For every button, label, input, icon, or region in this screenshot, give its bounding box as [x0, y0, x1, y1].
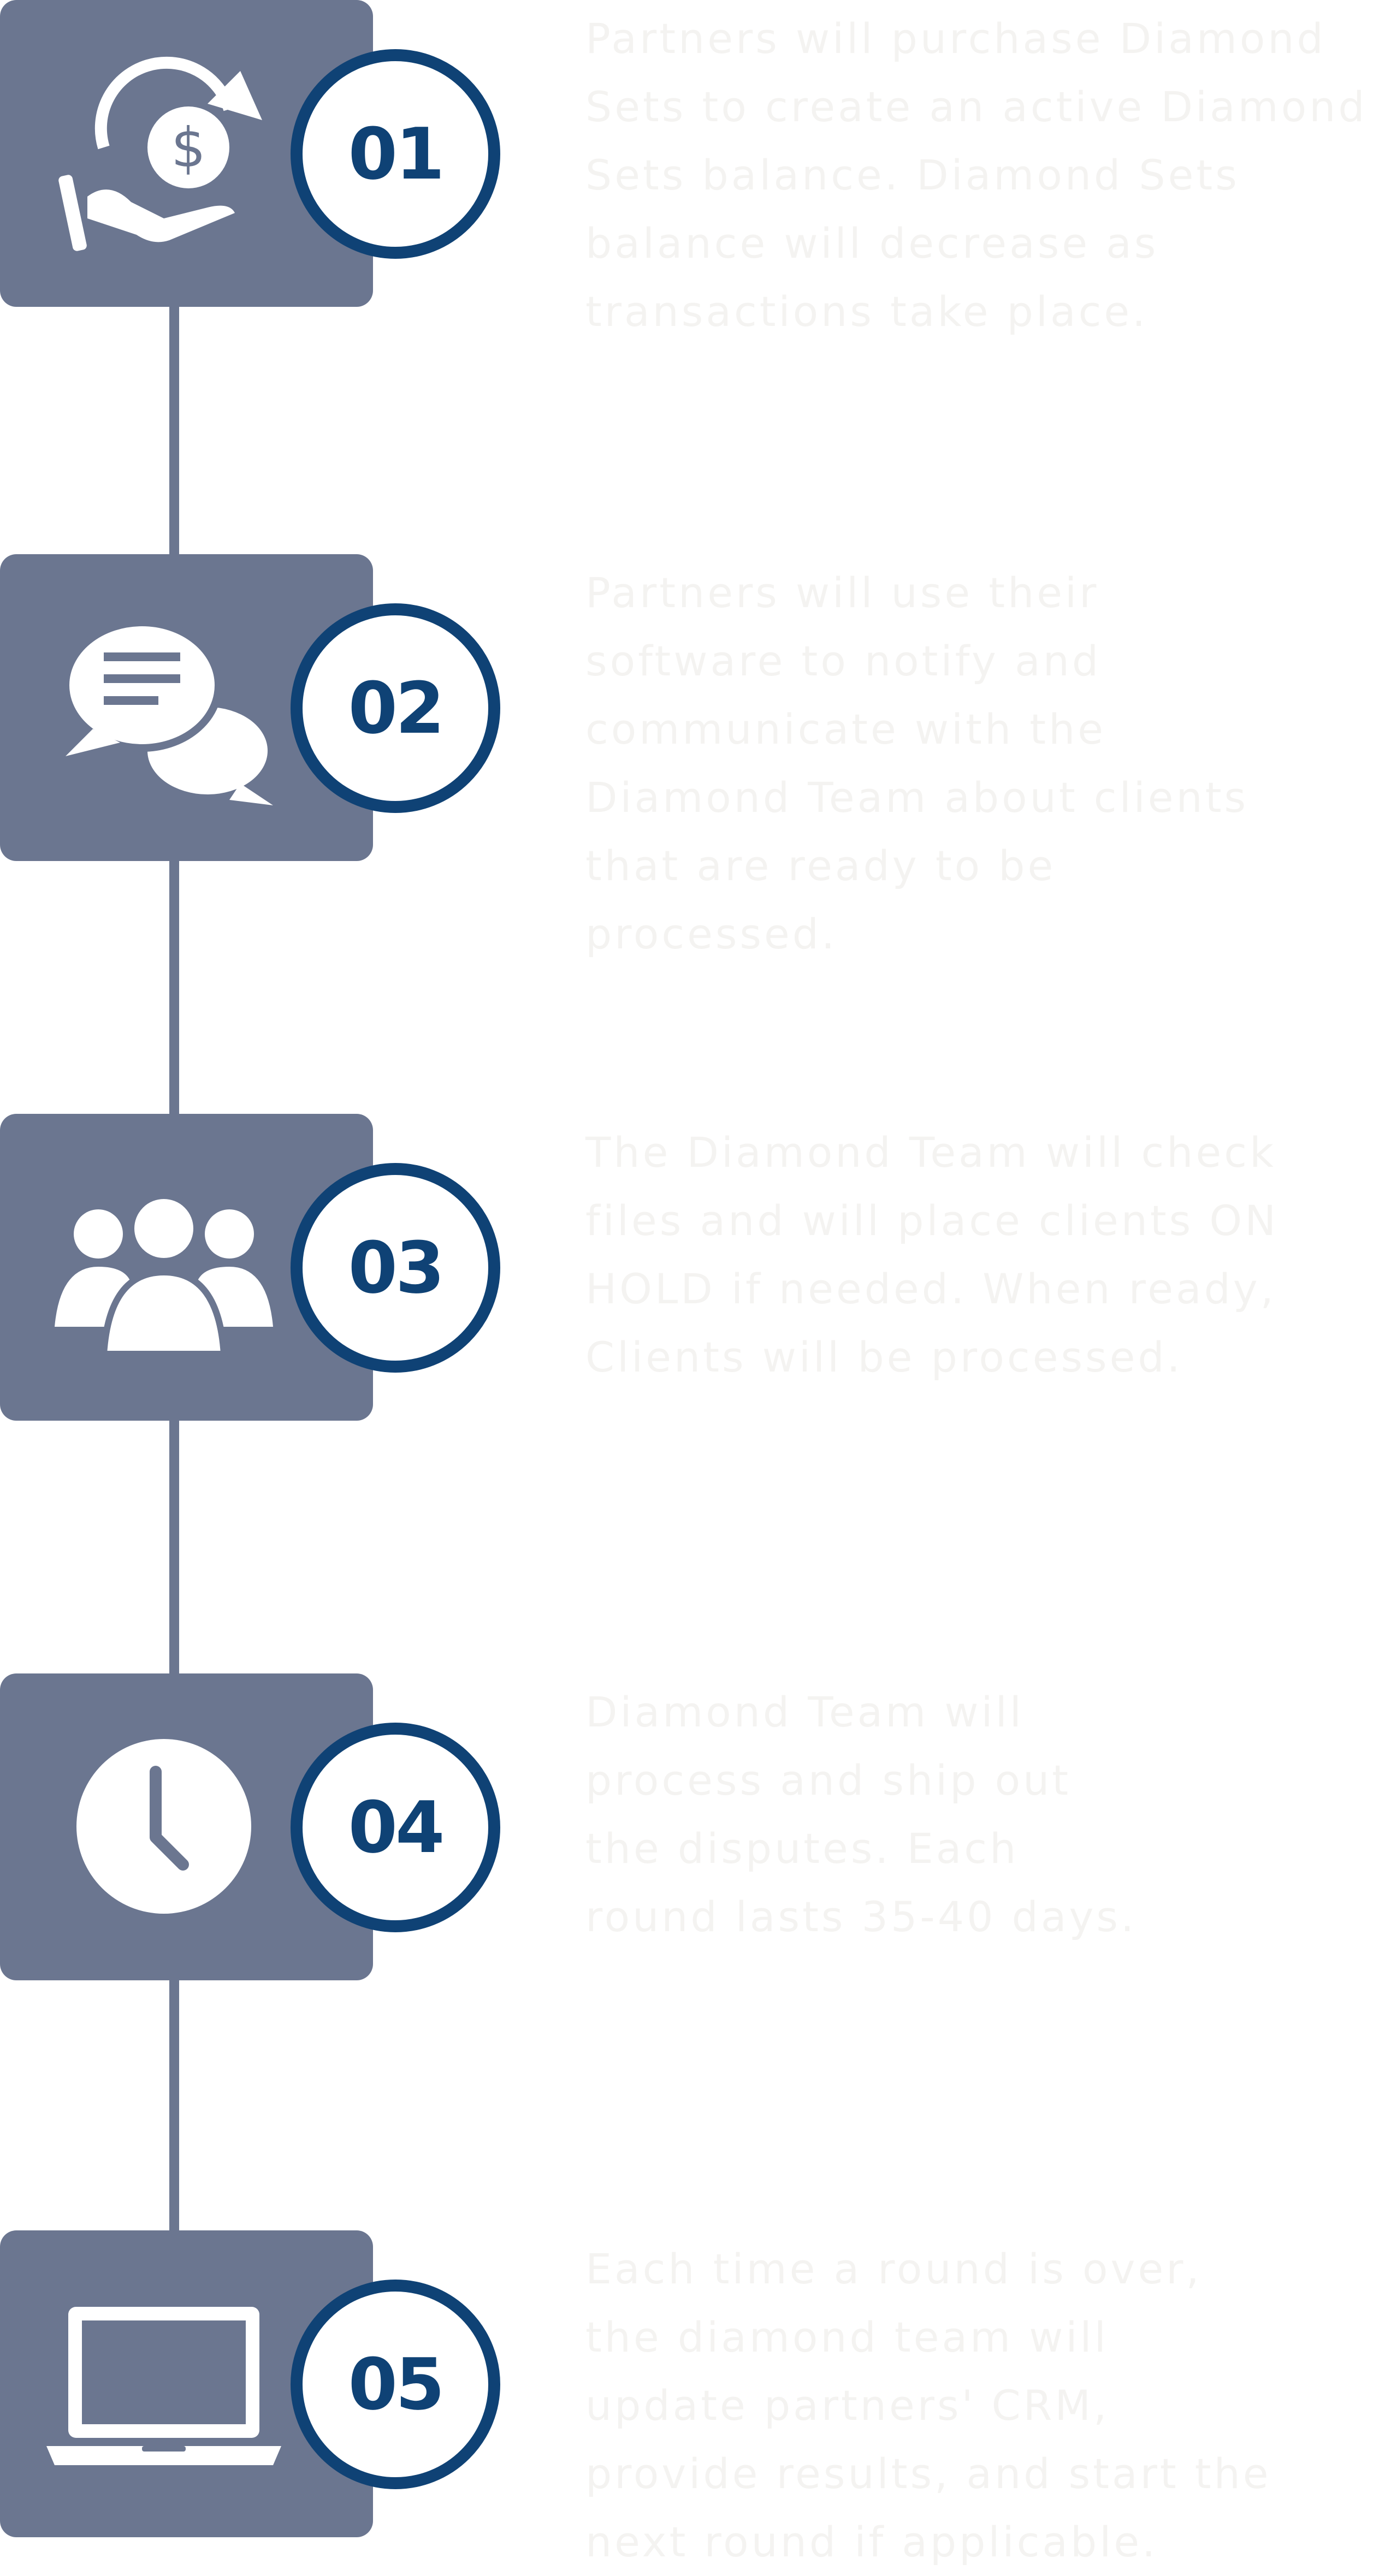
text-line: next round if applicable.	[585, 2518, 1158, 2566]
step-5-description: Each time a round is over, the diamond t…	[585, 2235, 1271, 2576]
text-line: files and will place clients ON	[585, 1196, 1279, 1245]
chat-bubbles-icon	[62, 619, 273, 805]
text-line: Clients will be processed.	[585, 1333, 1183, 1381]
text-line: Diamond Team will	[585, 1688, 1024, 1736]
text-line: Sets balance. Diamond Sets	[585, 151, 1240, 199]
text-line: balance will decrease as	[585, 219, 1159, 268]
step-4-box: 04	[0, 1673, 500, 1980]
text-line: Partners will purchase Diamond	[585, 14, 1326, 63]
text-line: the diamond team will	[585, 2313, 1109, 2361]
svg-text:$: $	[171, 116, 206, 180]
step-2-number-badge: 02	[291, 603, 500, 813]
text-line: communicate with the	[585, 705, 1106, 753]
text-line: The Diamond Team will check	[585, 1128, 1277, 1177]
step-4-description: Diamond Team will process and ship out t…	[585, 1678, 1137, 1951]
step-number: 03	[348, 1226, 445, 1309]
text-line: round lasts 35-40 days.	[585, 1892, 1137, 1941]
step-number: 04	[348, 1786, 445, 1869]
step-1-description: Partners will purchase Diamond Sets to c…	[585, 4, 1368, 346]
step-1-number-badge: 01	[291, 49, 500, 259]
step-5-number-badge: 05	[291, 2280, 500, 2489]
text-line: provide results, and start the	[585, 2449, 1271, 2498]
text-line: transactions take place.	[585, 287, 1149, 336]
clock-icon	[76, 1739, 251, 1914]
step-3-description: The Diamond Team will check files and wi…	[585, 1118, 1278, 1391]
step-3-number-badge: 03	[291, 1163, 500, 1373]
text-line: Sets to create an active Diamond	[585, 82, 1368, 131]
step-number: 01	[348, 112, 445, 195]
hand-money-cycle-icon: $	[58, 56, 262, 251]
team-users-icon	[55, 1192, 273, 1357]
text-line: software to notify and	[585, 637, 1102, 685]
text-line: update partners' CRM,	[585, 2381, 1110, 2430]
text-line: process and ship out	[585, 1756, 1072, 1805]
step-number: 02	[348, 667, 445, 750]
step-3-box: 03	[0, 1114, 500, 1421]
text-line: HOLD if needed. When ready,	[585, 1265, 1276, 1313]
step-4-number-badge: 04	[291, 1723, 500, 1932]
laptop-icon	[46, 2307, 281, 2465]
step-1-box: $ 01	[0, 0, 500, 307]
step-2-description: Partners will use their software to noti…	[585, 559, 1248, 968]
text-line: the disputes. Each	[585, 1824, 1019, 1873]
text-line: Each time a round is over,	[585, 2245, 1202, 2293]
step-2-box: 02	[0, 554, 500, 861]
text-line: Diamond Team about clients	[585, 773, 1249, 822]
text-line: Partners will use their	[585, 568, 1099, 617]
step-5-box: 05	[0, 2230, 500, 2537]
step-number: 05	[348, 2343, 445, 2426]
text-line: processed.	[585, 910, 838, 958]
text-line: that are ready to be	[585, 841, 1056, 890]
